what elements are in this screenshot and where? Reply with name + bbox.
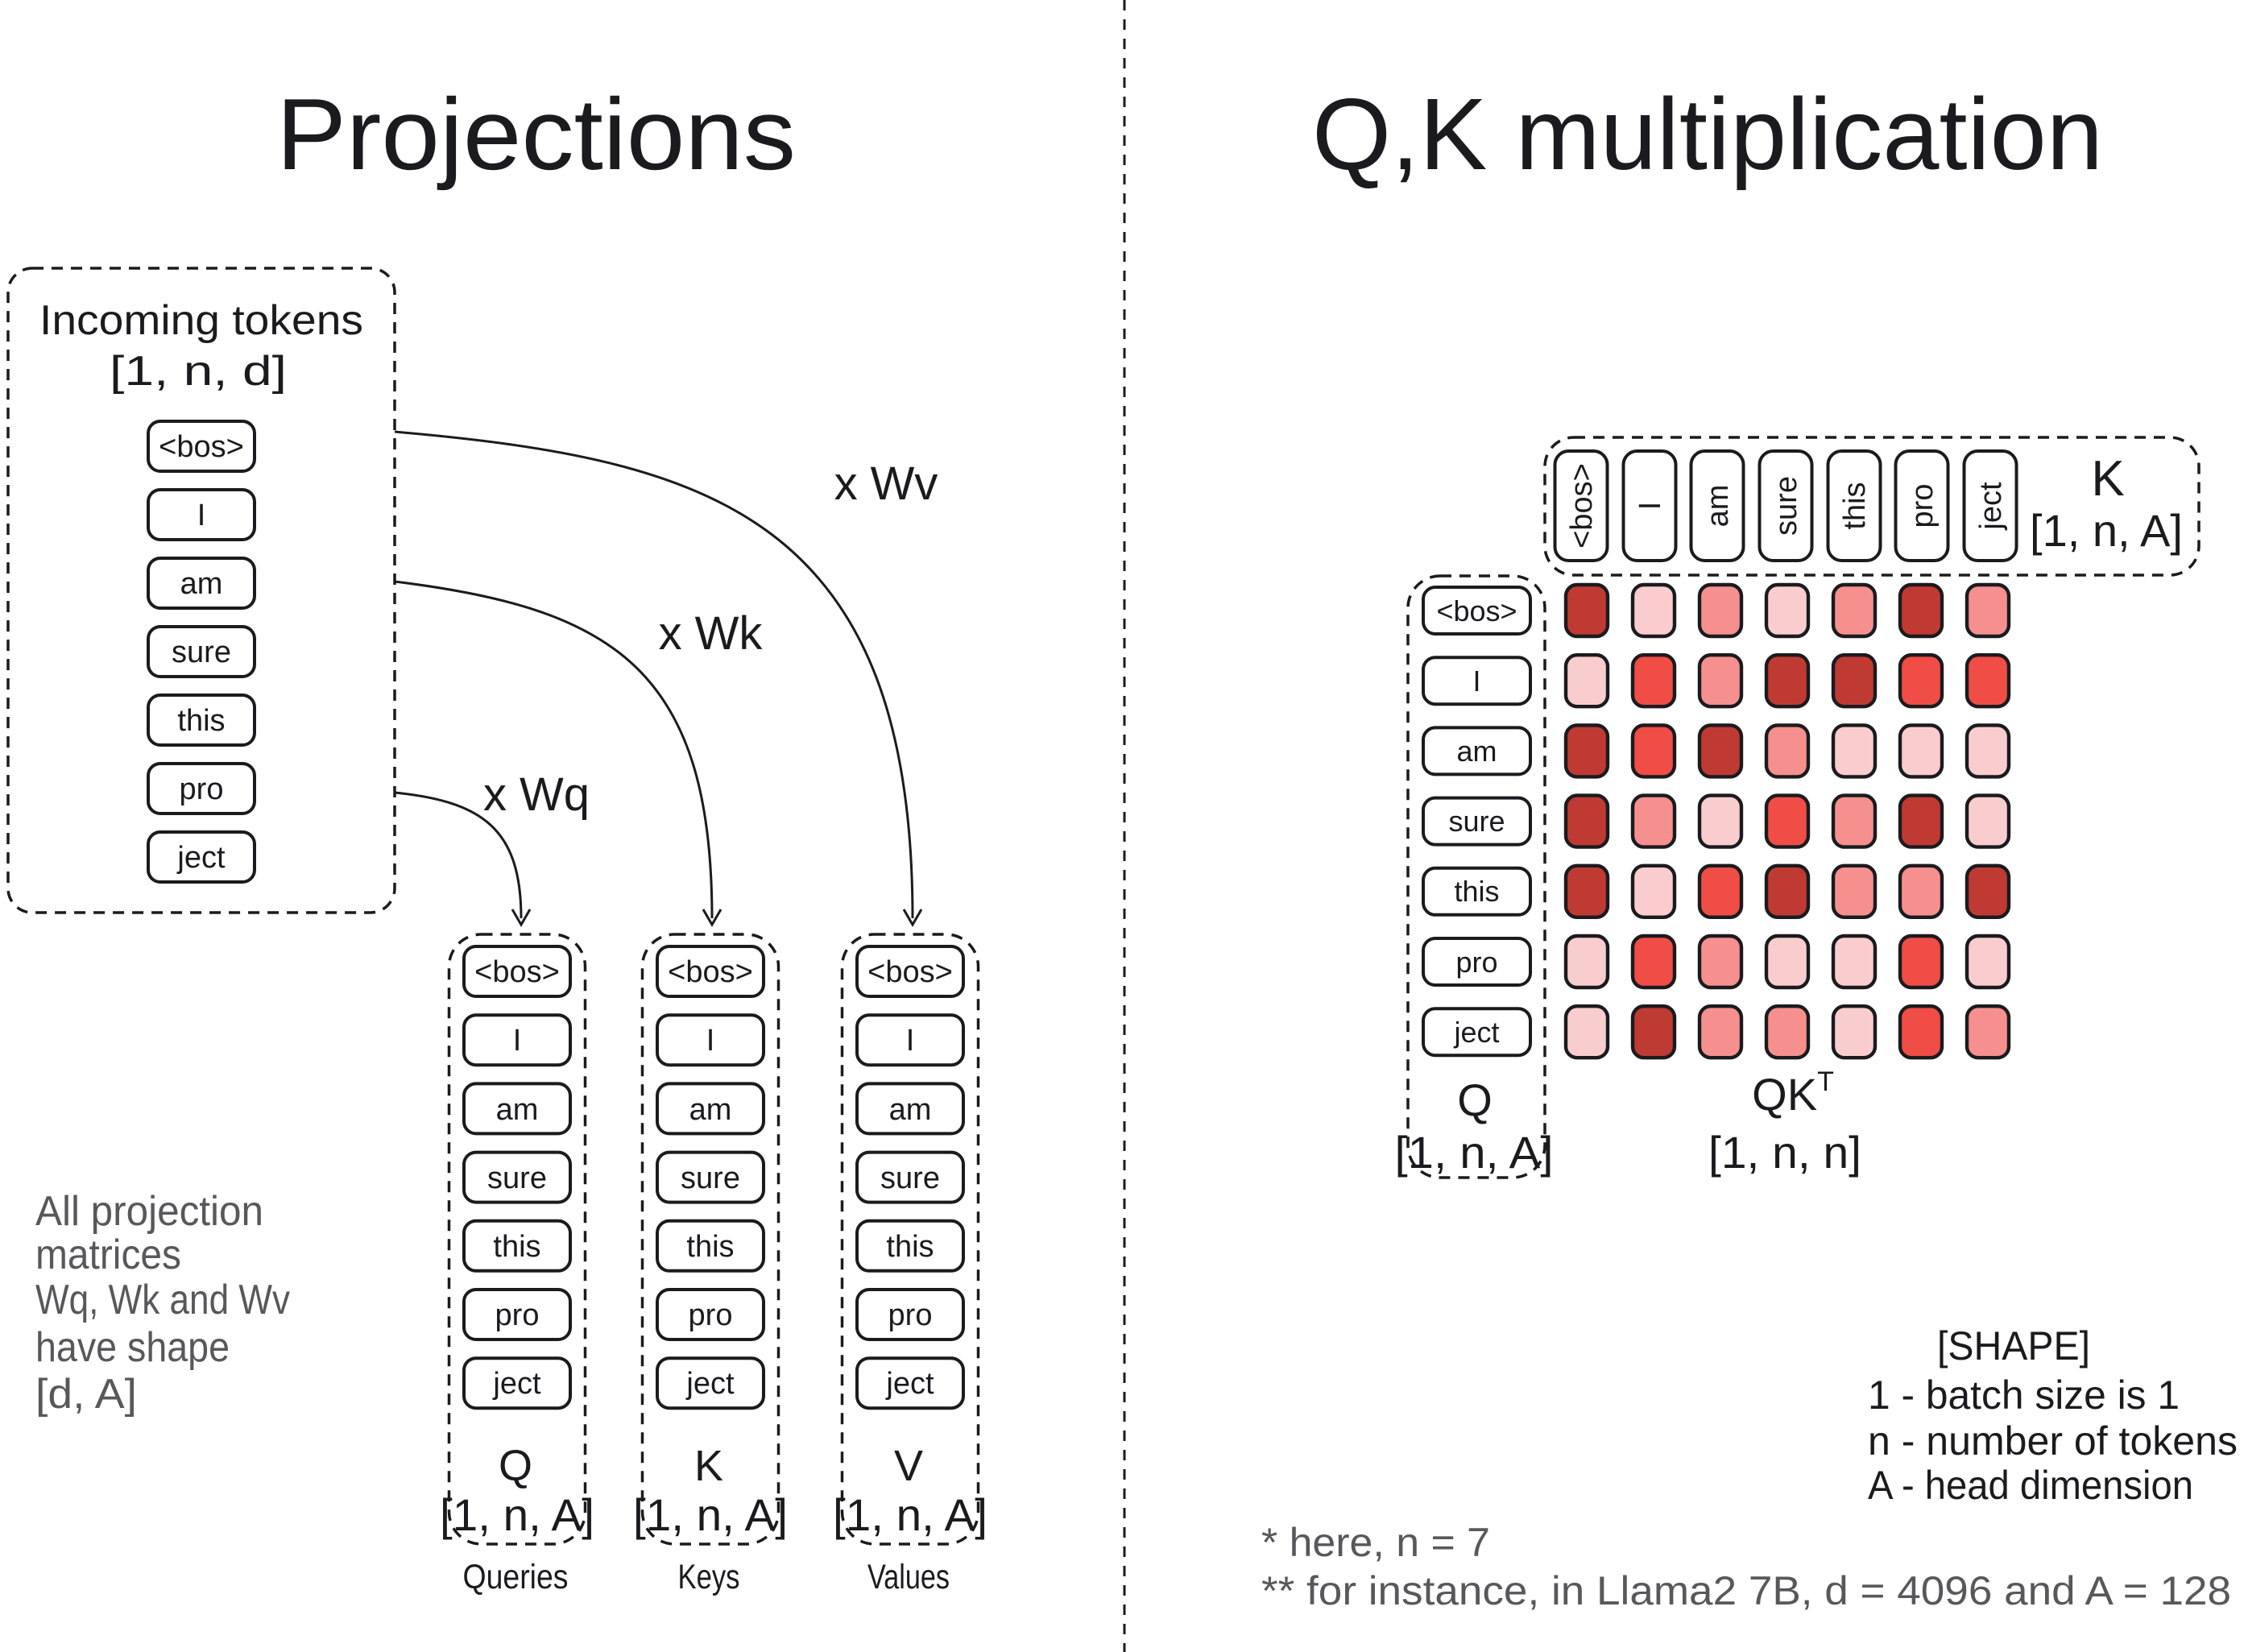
svg-text:<bos>: <bos> (1565, 463, 1599, 549)
svg-text:[1, n, A]: [1, n, A] (2030, 505, 2183, 556)
svg-text:1 - batch size is 1: 1 - batch size is 1 (1868, 1373, 2180, 1418)
svg-text:Wq, Wk and Wv: Wq, Wk and Wv (35, 1277, 290, 1323)
svg-text:x Wv: x Wv (834, 458, 938, 510)
svg-text:I: I (906, 1024, 915, 1058)
svg-text:[SHAPE]: [SHAPE] (1937, 1323, 2090, 1368)
svg-text:A - head dimension: A - head dimension (1868, 1463, 2193, 1508)
svg-text:sure: sure (880, 1161, 940, 1195)
svg-text:K: K (2091, 451, 2124, 507)
svg-text:[1, n, d]: [1, n, d] (110, 348, 287, 395)
svg-text:am: am (180, 567, 223, 601)
svg-text:** for instance, in Llama2 7B,: ** for instance, in Llama2 7B, d = 4096 … (1261, 1568, 2231, 1613)
svg-text:Q,K multiplication: Q,K multiplication (1312, 77, 2103, 191)
svg-text:Incoming tokens: Incoming tokens (39, 297, 363, 344)
svg-text:this: this (1838, 482, 1872, 529)
svg-text:I: I (1472, 665, 1480, 698)
svg-text:this: this (886, 1230, 934, 1264)
svg-text:pro: pro (180, 772, 224, 806)
svg-text:ject: ject (685, 1367, 735, 1401)
svg-text:n - number of tokens: n - number of tokens (1868, 1418, 2238, 1464)
svg-text:am: am (889, 1093, 932, 1127)
svg-text:ject: ject (492, 1367, 541, 1401)
svg-text:sure: sure (1448, 805, 1505, 838)
svg-text:[1, n, A]: [1, n, A] (1395, 1127, 1554, 1178)
svg-text:ject: ject (885, 1367, 934, 1401)
svg-text:pro: pro (495, 1298, 540, 1332)
svg-text:V: V (894, 1442, 923, 1490)
svg-text:am: am (1701, 485, 1735, 528)
svg-text:<bos>: <bos> (474, 955, 560, 989)
svg-text:[1, n, A]: [1, n, A] (633, 1489, 788, 1540)
svg-text:this: this (177, 704, 225, 738)
svg-text:sure: sure (681, 1161, 740, 1195)
svg-text:<bos>: <bos> (668, 955, 753, 989)
svg-text:Q: Q (1457, 1074, 1493, 1125)
svg-text:am: am (1456, 735, 1497, 768)
svg-text:this: this (1454, 875, 1499, 908)
svg-text:matrices: matrices (35, 1232, 181, 1278)
svg-text:Queries: Queries (463, 1558, 569, 1596)
svg-text:I: I (197, 499, 206, 532)
svg-text:Keys: Keys (678, 1558, 740, 1596)
svg-text:x Wk: x Wk (659, 607, 764, 660)
svg-text:All projection: All projection (35, 1188, 263, 1235)
svg-text:have shape: have shape (35, 1324, 230, 1371)
svg-text:sure: sure (1770, 476, 1803, 536)
svg-text:I: I (706, 1024, 715, 1058)
svg-text:this: this (493, 1230, 540, 1264)
svg-text:ject: ject (1453, 1016, 1499, 1049)
svg-text:I: I (513, 1024, 522, 1058)
svg-text:am: am (496, 1093, 539, 1127)
svg-text:ject: ject (1974, 482, 2008, 531)
svg-text:pro: pro (1455, 946, 1497, 979)
svg-text:this: this (686, 1230, 734, 1264)
svg-text:* here, n = 7: * here, n = 7 (1261, 1520, 1490, 1565)
svg-text:Q: Q (499, 1442, 532, 1490)
svg-text:x Wq: x Wq (483, 768, 590, 821)
svg-text:pro: pro (888, 1298, 933, 1332)
svg-text:[1, n, A]: [1, n, A] (833, 1489, 987, 1540)
svg-text:pro: pro (689, 1298, 733, 1332)
svg-text:[1, n, n]: [1, n, n] (1708, 1127, 1861, 1178)
svg-text:sure: sure (172, 636, 231, 669)
svg-text:I: I (1633, 502, 1667, 511)
svg-text:Projections: Projections (276, 77, 796, 191)
svg-text:ject: ject (176, 841, 226, 875)
svg-text:[1, n, A]: [1, n, A] (440, 1489, 594, 1540)
svg-text:<bos>: <bos> (1436, 594, 1517, 627)
svg-text:am: am (689, 1093, 732, 1127)
svg-text:Values: Values (867, 1558, 950, 1596)
svg-text:<bos>: <bos> (867, 955, 953, 989)
svg-text:K: K (694, 1442, 723, 1490)
svg-text:<bos>: <bos> (159, 430, 244, 464)
svg-text:[d, A]: [d, A] (35, 1371, 137, 1418)
svg-text:pro: pro (1906, 484, 1940, 528)
svg-text:sure: sure (487, 1161, 547, 1195)
